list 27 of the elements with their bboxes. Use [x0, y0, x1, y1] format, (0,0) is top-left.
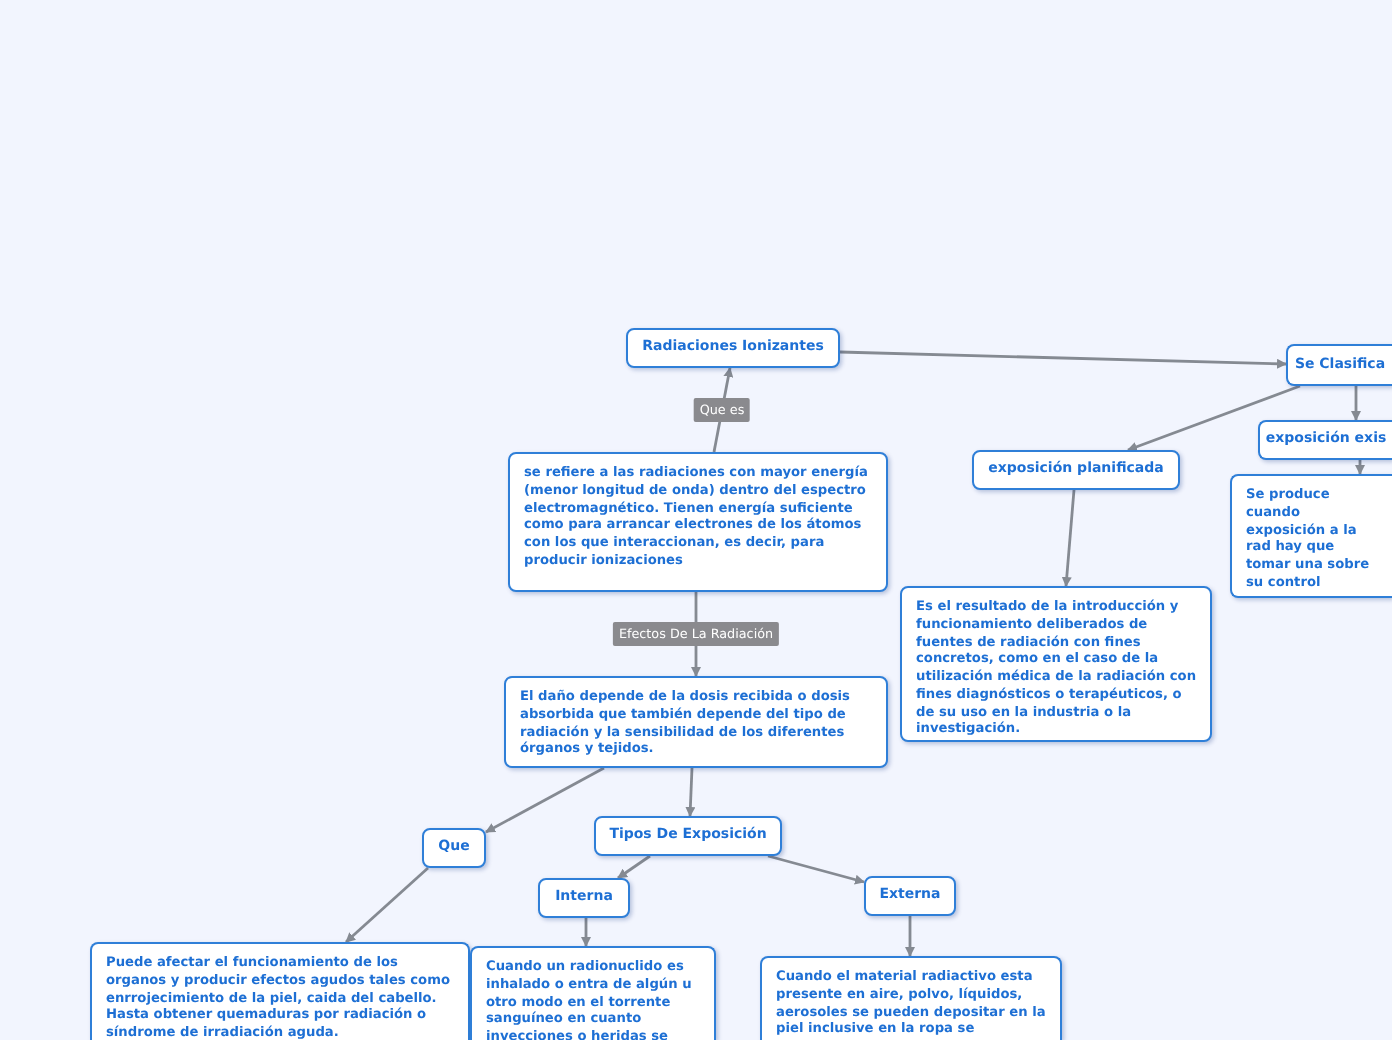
note-box — [1230, 474, 1392, 598]
arrow — [1355, 460, 1365, 475]
note-box — [90, 942, 470, 1040]
arrow — [767, 854, 865, 885]
note-box — [508, 452, 888, 592]
note-box — [470, 946, 716, 1040]
arrow — [581, 918, 591, 947]
arrow — [905, 916, 915, 957]
note-box — [760, 956, 1062, 1040]
arrow — [839, 350, 1287, 369]
arrow — [685, 767, 696, 817]
arrow — [1127, 384, 1301, 452]
topic-box — [1258, 420, 1392, 460]
topic-box — [538, 878, 630, 918]
arrow — [1061, 489, 1076, 587]
note-box — [900, 586, 1212, 742]
topic-box — [594, 816, 782, 856]
arrow — [485, 766, 605, 834]
note-box — [504, 676, 888, 768]
arrow — [1351, 386, 1361, 421]
arrow — [345, 866, 429, 944]
topic-box — [1286, 344, 1392, 386]
topic-box — [422, 828, 486, 868]
topic-box — [864, 876, 956, 916]
topic-box — [626, 328, 840, 368]
arrow — [617, 854, 651, 880]
topic-box — [972, 450, 1180, 490]
